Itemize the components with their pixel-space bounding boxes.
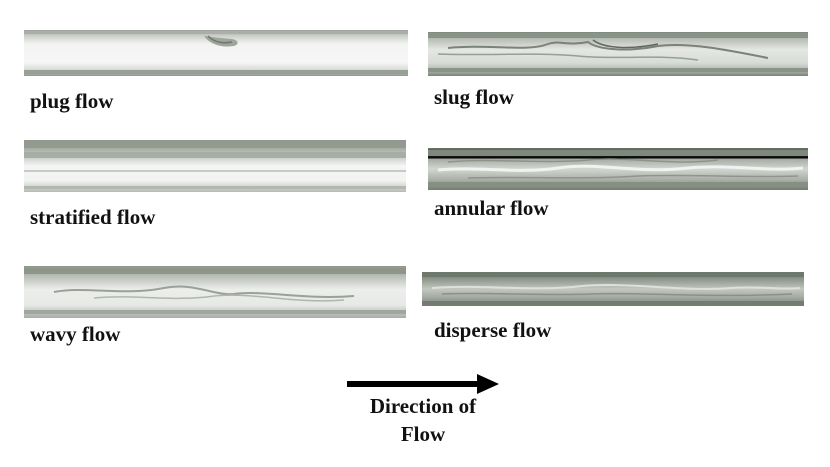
plug-flow-tube-image: [24, 30, 408, 76]
annular-flow-label: annular flow: [434, 196, 549, 220]
direction-caption-line-2: Flow: [400, 422, 446, 446]
stratified-flow-tube-image: [24, 140, 406, 192]
wavy-flow-tube-image: [24, 266, 406, 318]
direction-caption-line-1: Direction of: [369, 394, 477, 418]
slug-flow-label: slug flow: [434, 85, 514, 109]
wavy-flow-label: wavy flow: [30, 322, 121, 346]
disperse-flow-tube-image: [422, 272, 804, 306]
slug-flow-tube-image: [428, 32, 808, 76]
right-arrow-icon: [347, 374, 499, 394]
direction-of-flow-caption: Direction of Flow: [338, 392, 508, 448]
disperse-flow-label: disperse flow: [434, 318, 552, 342]
stratified-flow-label: stratified flow: [30, 205, 156, 229]
annular-flow-tube-image: [428, 148, 808, 190]
plug-flow-label: plug flow: [30, 89, 114, 113]
